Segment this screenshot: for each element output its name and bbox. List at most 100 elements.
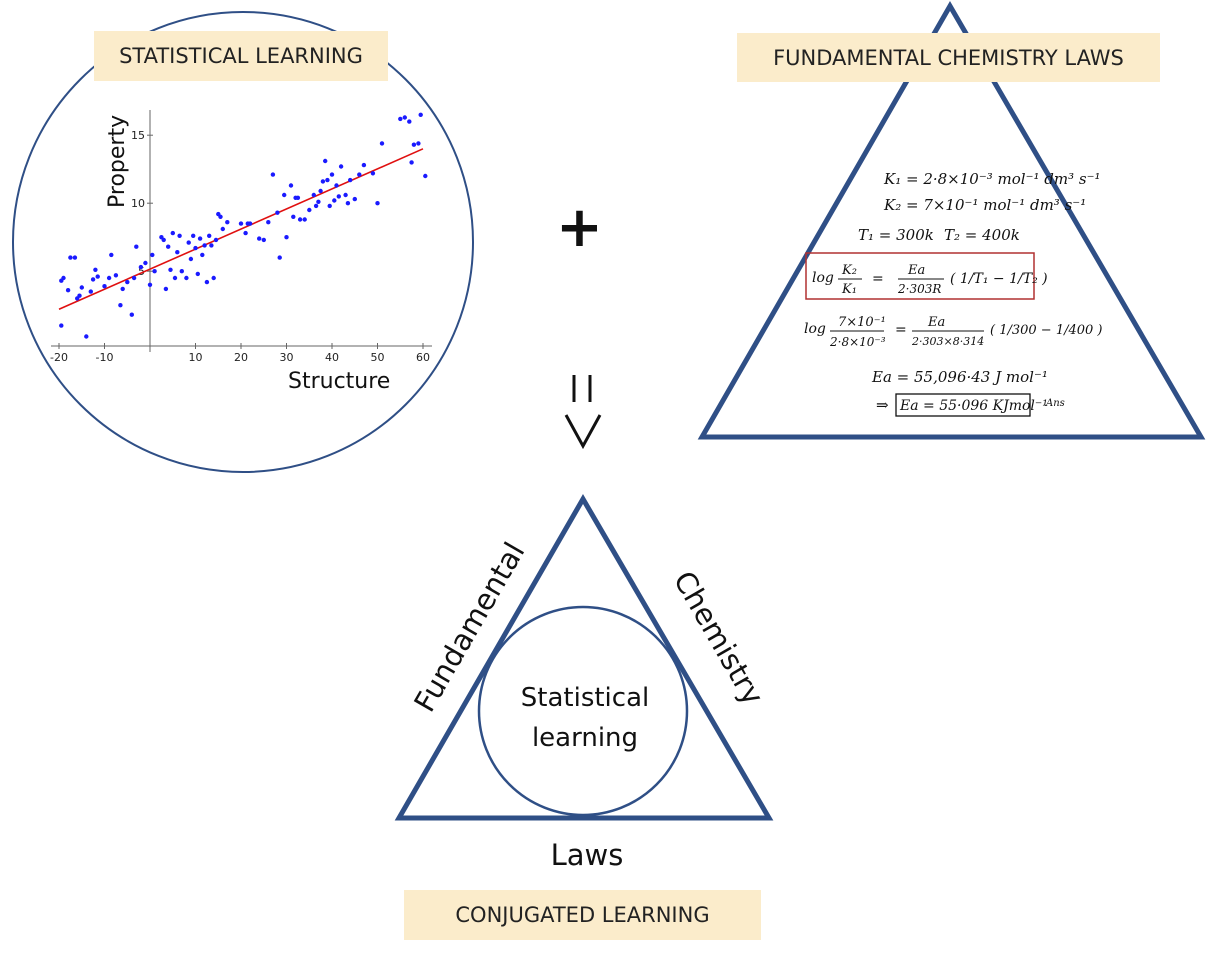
data-point bbox=[238, 221, 244, 226]
data-points bbox=[59, 112, 428, 339]
data-point bbox=[345, 201, 351, 206]
data-point bbox=[423, 173, 428, 179]
conjugated-learning-label: CONJUGATED LEARNING bbox=[404, 890, 761, 940]
data-point bbox=[361, 162, 367, 168]
data-point bbox=[168, 267, 173, 272]
data-point bbox=[191, 233, 196, 238]
data-point bbox=[402, 115, 407, 120]
statistical-learning-circle bbox=[12, 11, 474, 473]
data-point bbox=[375, 201, 380, 206]
data-point bbox=[307, 207, 312, 213]
data-point bbox=[416, 141, 421, 146]
data-point bbox=[166, 244, 171, 249]
data-point bbox=[179, 269, 184, 274]
implies-arrow-icon bbox=[564, 375, 602, 450]
final-answer-box bbox=[895, 393, 1031, 417]
data-point bbox=[125, 279, 130, 285]
data-point bbox=[175, 250, 180, 255]
data-point bbox=[207, 233, 212, 238]
x-tick-label: -20 bbox=[50, 351, 68, 364]
formula-k2: K₂ = 7×10⁻¹ mol⁻¹ dm³ s⁻¹ bbox=[883, 196, 1086, 214]
sub-ea-num: Ea bbox=[927, 315, 945, 330]
data-point bbox=[184, 275, 189, 281]
data-point bbox=[186, 240, 191, 245]
conjugated-triangle bbox=[394, 494, 774, 821]
eq-ea-num: Ea bbox=[907, 263, 925, 278]
data-point bbox=[284, 235, 289, 240]
data-point bbox=[218, 214, 223, 219]
data-point bbox=[72, 255, 78, 260]
data-point bbox=[352, 196, 357, 202]
formula-block: K₁ = 2·8×10⁻³ mol⁻¹ dm³ s⁻¹ K₂ = 7×10⁻¹ … bbox=[804, 170, 1103, 417]
data-point bbox=[77, 293, 82, 298]
data-point bbox=[106, 275, 112, 281]
data-point bbox=[113, 273, 119, 278]
plus-sign: + bbox=[556, 195, 603, 260]
x-tick-label: -10 bbox=[96, 351, 114, 364]
data-point bbox=[118, 303, 123, 308]
ans-label: Ans bbox=[1045, 398, 1065, 409]
data-point bbox=[311, 192, 316, 198]
data-point bbox=[109, 252, 114, 258]
data-point bbox=[93, 267, 98, 272]
eq-log: log bbox=[812, 270, 834, 286]
formula-k1: K₁ = 2·8×10⁻³ mol⁻¹ dm³ s⁻¹ bbox=[883, 170, 1101, 188]
data-point bbox=[225, 220, 230, 225]
data-point bbox=[357, 172, 362, 177]
ea-final: Ea = 55·096 KJmol⁻¹ bbox=[899, 398, 1048, 414]
data-point bbox=[150, 252, 155, 258]
data-point bbox=[211, 275, 216, 281]
data-point bbox=[161, 237, 166, 243]
side-label-chemistry: Chemistry bbox=[667, 565, 771, 710]
data-point bbox=[313, 203, 319, 209]
data-point bbox=[152, 269, 157, 274]
data-point bbox=[79, 285, 85, 290]
data-point bbox=[102, 284, 107, 289]
data-point bbox=[318, 188, 323, 194]
data-point bbox=[120, 286, 125, 292]
data-point bbox=[277, 255, 282, 260]
formula-t2: T₂ = 400k bbox=[944, 226, 1020, 244]
equation-box bbox=[805, 252, 1035, 300]
sub-num: 7×10⁻¹ bbox=[838, 315, 886, 330]
data-point bbox=[129, 312, 134, 317]
eq-k-num: K₂ bbox=[841, 263, 857, 278]
data-point bbox=[163, 286, 169, 292]
data-point bbox=[261, 237, 266, 243]
data-point bbox=[59, 323, 64, 328]
data-point bbox=[288, 183, 294, 188]
eq-equals: = bbox=[872, 271, 884, 287]
fundamental-chemistry-laws-label: FUNDAMENTAL CHEMISTRY LAWS bbox=[737, 33, 1160, 82]
data-point bbox=[200, 252, 205, 258]
data-point bbox=[61, 275, 66, 281]
data-point bbox=[266, 220, 271, 225]
data-point bbox=[334, 183, 339, 188]
data-point bbox=[243, 230, 248, 236]
y-tick-label: 15 bbox=[131, 129, 145, 142]
data-point bbox=[204, 279, 210, 285]
sub-log: log bbox=[804, 321, 826, 337]
data-point bbox=[138, 264, 144, 270]
implies-arrow-small: ⇒ bbox=[876, 396, 889, 414]
data-point bbox=[134, 244, 139, 249]
data-point bbox=[411, 142, 417, 147]
data-point bbox=[220, 226, 225, 232]
formula-t1: T₁ = 300k bbox=[858, 226, 934, 244]
data-point bbox=[88, 289, 94, 294]
data-point bbox=[68, 255, 73, 260]
data-point bbox=[275, 210, 280, 215]
data-point bbox=[90, 277, 96, 282]
data-point bbox=[143, 260, 148, 266]
data-point bbox=[316, 199, 321, 204]
x-tick-label: 10 bbox=[189, 351, 203, 364]
y-tick-label: 5 bbox=[138, 265, 145, 278]
data-point bbox=[131, 275, 137, 281]
data-point bbox=[418, 112, 423, 118]
data-point bbox=[270, 172, 276, 177]
data-point bbox=[302, 217, 307, 222]
data-point bbox=[379, 141, 385, 146]
data-point bbox=[409, 160, 414, 165]
